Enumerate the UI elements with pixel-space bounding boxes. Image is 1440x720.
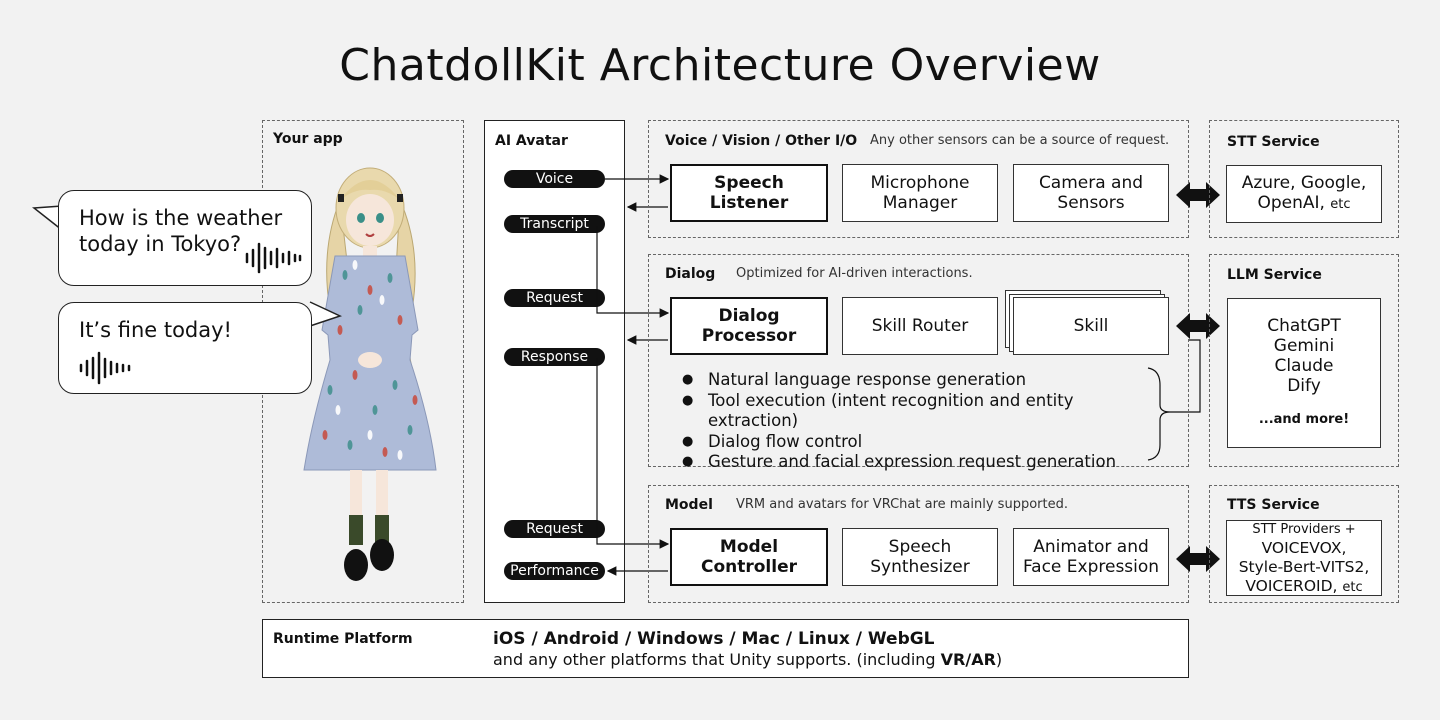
camera-sensors-box: Camera and Sensors [1013,164,1169,222]
speech-listener-box: Speech Listener [670,164,828,222]
list-item: Tool execution (intent recognition and e… [678,391,1148,432]
ai-avatar-label: AI Avatar [495,133,568,149]
model-controller-box: Model Controller [670,528,828,586]
list-item: Dialog flow control [678,432,1148,453]
dialog-processor-box: Dialog Processor [670,297,828,355]
avatar-illustration [303,167,437,581]
model-section-note: VRM and avatars for VRChat are mainly su… [736,497,1068,512]
llm-providers-box: ChatGPT Gemini Claude Dify ...and more! [1227,298,1381,448]
dialog-section-note: Optimized for AI-driven interactions. [736,266,973,281]
waveform-icon [245,242,302,274]
pill-voice: Voice [504,170,605,188]
model-section [648,485,1189,603]
voice-section-label: Voice / Vision / Other I/O [665,133,858,149]
stt-providers-text: Azure, Google, OpenAI, [1241,173,1367,213]
runtime-note-suffix: ) [995,650,1003,669]
runtime-platform-panel [262,619,1189,678]
runtime-note-bold: VR/AR [940,650,996,669]
dialog-feature-list: Natural language response generation Too… [678,370,1148,473]
bubble-tail-question [32,205,63,231]
answer-bubble: It’s fine today! [58,302,312,394]
llm-provider: Claude [1274,356,1334,376]
runtime-platform-list: iOS / Android / Windows / Mac / Linux / … [493,629,935,649]
voice-section-note: Any other sensors can be a source of req… [870,133,1170,148]
your-app-label: Your app [273,131,343,147]
llm-provider: Dify [1287,376,1321,396]
bubble-tail-answer [309,301,343,327]
tts-service-label: TTS Service [1227,497,1320,513]
tts-service-panel [1209,485,1399,603]
pill-request: Request [504,289,605,307]
question-bubble: How is the weather today in Tokyo? [58,190,312,286]
model-section-label: Model [665,497,713,513]
list-item: Natural language response generation [678,370,1148,391]
stt-providers-box: Azure, Google, OpenAI, etc [1226,165,1382,223]
runtime-platform-note: and any other platforms that Unity suppo… [493,650,1002,669]
skill-box: Skill [1013,297,1169,355]
runtime-platform-label: Runtime Platform [273,631,413,647]
pill-request-model: Request [504,520,605,538]
page-title: ChatdollKit Architecture Overview [339,40,1101,91]
stt-service-label: STT Service [1227,134,1320,150]
pill-response: Response [504,348,605,366]
animator-box: Animator and Face Expression [1013,528,1169,586]
tts-providers-box: STT Providers + VOICEVOX, Style-Bert-VIT… [1226,520,1382,596]
waveform-icon [79,351,131,385]
pill-performance: Performance [504,562,605,580]
dialog-section-label: Dialog [665,266,716,282]
list-item: Gesture and facial expression request ge… [678,452,1148,473]
llm-more: ...and more! [1258,412,1350,427]
llm-provider: Gemini [1273,336,1335,356]
speech-synthesizer-box: Speech Synthesizer [842,528,998,586]
skill-router-box: Skill Router [842,297,998,355]
llm-service-label: LLM Service [1227,267,1322,283]
pill-transcript: Transcript [504,215,605,233]
tts-top: STT Providers + [1252,521,1356,537]
stt-service-panel [1209,120,1399,238]
question-text: How is the weather today in Tokyo? [79,206,283,256]
microphone-manager-box: Microphone Manager [842,164,998,222]
answer-text: It’s fine today! [79,318,232,342]
llm-provider: ChatGPT [1267,316,1341,336]
stt-etc: etc [1330,197,1351,212]
tts-etc: etc [1342,579,1363,595]
voice-section [648,120,1189,238]
runtime-note-prefix: and any other platforms that Unity suppo… [493,650,941,669]
tts-providers-text: VOICEVOX, Style-Bert-VITS2, VOICEROID, [1238,538,1370,595]
llm-service-panel [1209,254,1399,467]
